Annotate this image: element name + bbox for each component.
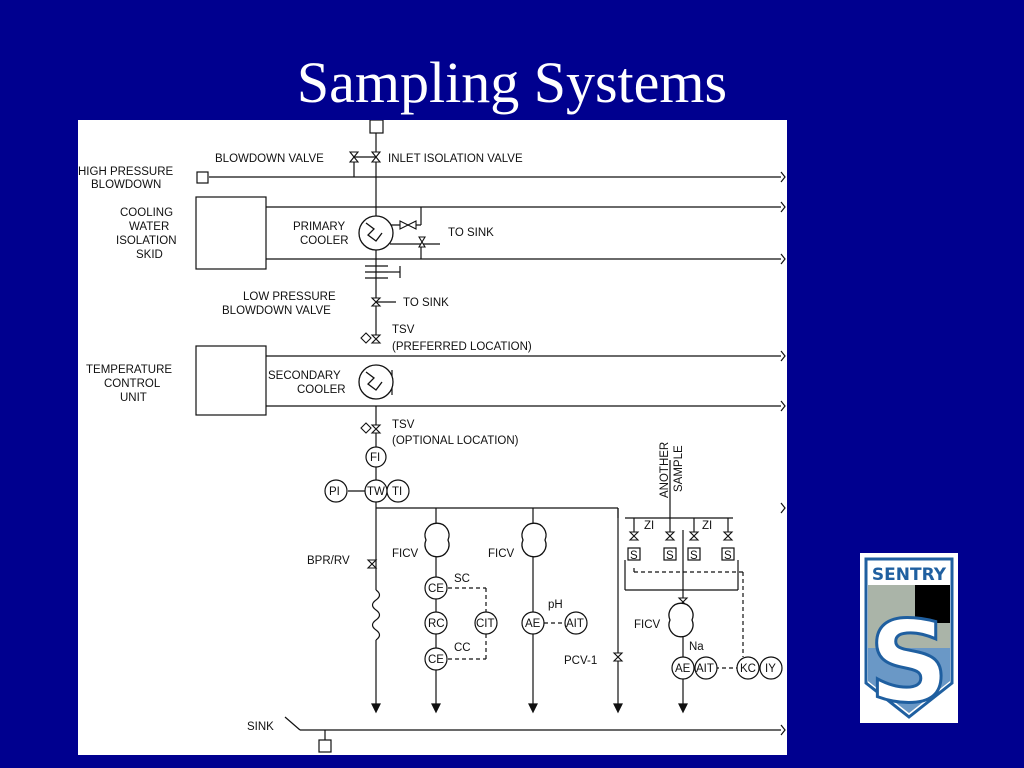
ti-label: TI — [392, 486, 402, 498]
ph-label: pH — [548, 599, 563, 611]
ce-label: CE — [428, 583, 444, 595]
ae-label: AE — [675, 663, 691, 675]
lp-blowdown-label: BLOWDOWN VALVE — [222, 305, 331, 317]
lp-blowdown-label: LOW PRESSURE — [243, 291, 336, 303]
ait-label: AIT — [696, 663, 714, 675]
ait-label: AIT — [566, 618, 584, 630]
primary-cooler-label: PRIMARY — [293, 221, 346, 233]
another-sample-label: SAMPLE — [673, 445, 685, 492]
ce-label: CE — [428, 654, 444, 666]
sc-label: SC — [454, 573, 470, 585]
blowdown-valve-label: BLOWDOWN VALVE — [215, 153, 324, 165]
cooling-skid-label: WATER — [129, 221, 169, 233]
tsv-location-label: (PREFERRED LOCATION) — [392, 341, 532, 353]
tsv-location-label: (OPTIONAL LOCATION) — [392, 435, 519, 447]
solenoid-label: S — [690, 550, 698, 562]
cooling-skid-label: ISOLATION — [116, 235, 177, 247]
rc-label: RC — [428, 618, 445, 630]
logo-text: SENTRY — [872, 565, 947, 585]
zi-label: ZI — [702, 520, 712, 532]
temp-control-label: UNIT — [120, 392, 147, 404]
solenoid-label: S — [724, 550, 732, 562]
cooling-skid-label: COOLING — [120, 207, 173, 219]
solenoid-label: S — [630, 550, 638, 562]
secondary-cooler-label: SECONDARY — [268, 370, 341, 382]
temp-control-label: CONTROL — [104, 378, 161, 390]
tw-label: TW — [367, 486, 385, 498]
inlet-isolation-valve-label: INLET ISOLATION VALVE — [388, 153, 523, 165]
solenoid-label: S — [666, 550, 674, 562]
secondary-cooler-label: COOLER — [297, 384, 346, 396]
fi-label: FI — [370, 452, 380, 464]
iy-label: IY — [765, 663, 776, 675]
cooling-skid-label: SKID — [136, 249, 163, 261]
pi-label: PI — [329, 486, 340, 498]
cc-label: CC — [454, 642, 471, 654]
ficv-label: FICV — [488, 548, 515, 560]
sampling-system-diagram: HIGH PRESSURE BLOWDOWN BLOWDOWN VALVE IN… — [78, 120, 787, 755]
zi-label: ZI — [644, 520, 654, 532]
logo-letter: S — [869, 598, 950, 723]
tsv-label: TSV — [392, 419, 415, 431]
cit-label: CIT — [476, 618, 495, 630]
to-sink-label: TO SINK — [403, 297, 449, 309]
primary-cooler-label: COOLER — [300, 235, 349, 247]
ae-label: AE — [525, 618, 541, 630]
hp-blowdown-label: HIGH PRESSURE — [78, 166, 174, 178]
bpr-rv-label: BPR/RV — [307, 555, 350, 567]
temp-control-label: TEMPERATURE — [86, 364, 172, 376]
kc-label: KC — [740, 663, 756, 675]
another-sample-label: ANOTHER — [659, 442, 671, 498]
tsv-label: TSV — [392, 324, 415, 336]
hp-blowdown-label: BLOWDOWN — [91, 179, 161, 191]
ficv-label: FICV — [392, 548, 419, 560]
slide-title: Sampling Systems — [296, 50, 728, 115]
pcv-label: PCV-1 — [564, 655, 597, 667]
sentry-logo: SENTRY S — [860, 553, 958, 723]
sink-label: SINK — [247, 721, 274, 733]
ficv-label: FICV — [634, 619, 661, 631]
to-sink-label: TO SINK — [448, 227, 494, 239]
na-label: Na — [689, 641, 704, 653]
